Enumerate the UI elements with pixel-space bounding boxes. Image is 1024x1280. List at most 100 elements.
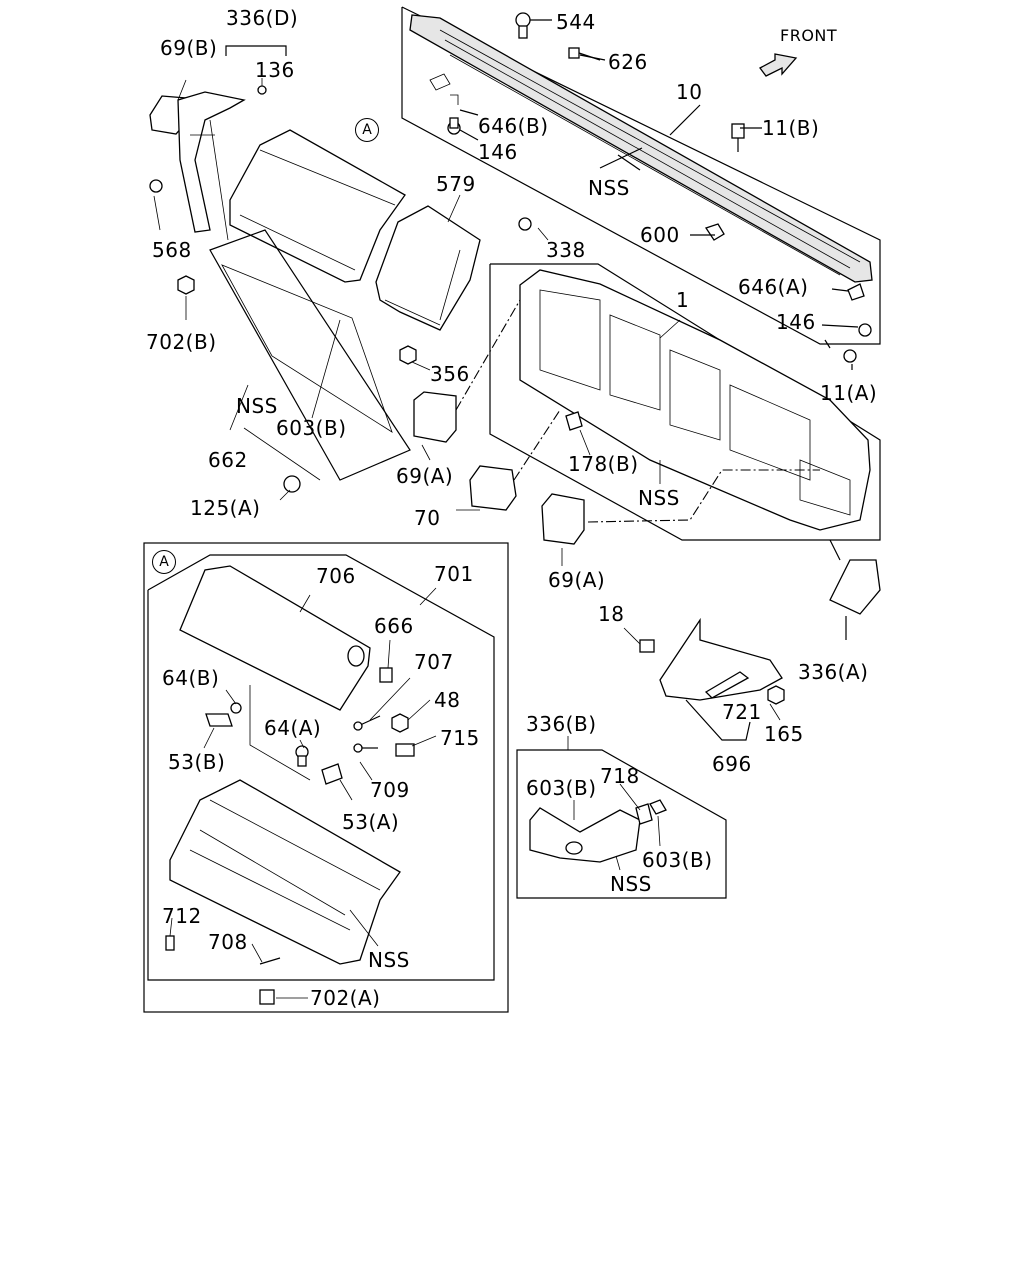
nut-702a	[259, 989, 275, 1005]
label-600: 600	[640, 223, 680, 247]
bolt-64a	[295, 745, 309, 767]
label-709: 709	[370, 778, 410, 802]
front-arrow	[759, 53, 798, 77]
box-10-outline	[401, 6, 881, 345]
label-701: 701	[434, 562, 474, 586]
box-701-outline	[147, 554, 495, 981]
label-721: 721	[722, 700, 762, 724]
latch-715	[395, 743, 415, 757]
label-646b: 646(B)	[478, 114, 549, 138]
box-detail-a	[143, 542, 509, 1013]
label-69a-1: 69(A)	[396, 464, 454, 488]
label-696: 696	[712, 752, 752, 776]
label-64a: 64(A)	[264, 716, 322, 740]
nut-702b	[177, 275, 195, 295]
label-603b-left: 603(B)	[526, 776, 597, 800]
leader-336a	[829, 539, 847, 640]
label-646a: 646(A)	[738, 275, 809, 299]
bolt-568	[149, 179, 163, 193]
label-146-top: 146	[478, 140, 518, 164]
label-nss-10: NSS	[588, 176, 630, 200]
callout-a-box-marker: A	[152, 550, 176, 574]
part-706-lid	[179, 565, 371, 711]
label-136: 136	[255, 58, 295, 82]
hinge-53a	[321, 763, 343, 785]
label-69a-2: 69(A)	[548, 568, 606, 592]
clip-666	[379, 667, 393, 683]
fastener-11a	[843, 349, 857, 363]
label-146-right: 146	[776, 310, 816, 334]
label-708: 708	[208, 930, 248, 954]
clip-600	[704, 223, 725, 241]
nut-165	[767, 685, 785, 705]
bracket-53b	[205, 713, 233, 727]
label-48: 48	[434, 688, 461, 712]
bracket-662	[209, 229, 411, 481]
label-715: 715	[440, 726, 480, 750]
clip-718	[635, 803, 653, 825]
clip-64b	[230, 702, 242, 714]
fastener-125a	[283, 475, 301, 493]
label-64b: 64(B)	[162, 666, 220, 690]
leaders-336b	[567, 736, 661, 871]
label-336d: 336(D)	[226, 6, 299, 30]
label-626: 626	[608, 50, 648, 74]
label-712: 712	[162, 904, 202, 928]
screw-709	[353, 743, 378, 753]
part-579-lines	[384, 249, 461, 326]
box-336b	[516, 749, 727, 899]
part-69a-vent-2	[541, 493, 585, 545]
part-69a-vent-1	[413, 391, 457, 443]
screw-708	[259, 957, 281, 965]
clip-178b	[565, 411, 583, 431]
bolt-18	[639, 639, 655, 653]
leaders-misc	[153, 78, 781, 721]
label-336a: 336(A)	[798, 660, 869, 684]
screw-338	[518, 217, 532, 231]
part-706-lock	[347, 645, 365, 667]
front-label: FRONT	[780, 26, 838, 45]
part-701-lines	[189, 799, 381, 931]
fastener-544	[515, 12, 531, 39]
label-69b: 69(B)	[160, 36, 218, 60]
label-nss-a: NSS	[368, 948, 410, 972]
label-702a: 702(A)	[310, 986, 381, 1010]
label-11a: 11(A)	[820, 381, 878, 405]
label-662: 662	[208, 448, 248, 472]
label-702b: 702(B)	[146, 330, 217, 354]
clip-603b-right	[649, 799, 667, 815]
part-696-bracket	[659, 617, 783, 701]
part-336b-panel	[529, 807, 641, 863]
part-721-strip	[704, 671, 750, 699]
label-603b-right: 603(B)	[642, 848, 713, 872]
fastener-146-top	[447, 117, 461, 135]
label-125a: 125(A)	[190, 496, 261, 520]
label-706: 706	[316, 564, 356, 588]
label-338: 338	[546, 238, 586, 262]
nut-48	[391, 713, 409, 733]
label-nss-336b: NSS	[610, 872, 652, 896]
part-1-openings	[539, 289, 851, 516]
glovebox-housing	[229, 129, 406, 283]
nut-356	[399, 345, 417, 365]
label-nss-1: NSS	[638, 486, 680, 510]
glovebox-housing-lines	[239, 149, 396, 271]
fastener-712	[165, 935, 175, 951]
label-544: 544	[556, 10, 596, 34]
part-646b-clip	[429, 73, 459, 105]
clip-646a	[847, 283, 865, 301]
part-701-box	[169, 779, 401, 965]
part-579	[375, 205, 481, 331]
panel-662	[221, 264, 393, 433]
box-1-outline	[489, 263, 881, 541]
label-18: 18	[598, 602, 625, 626]
label-11b: 11(B)	[762, 116, 820, 140]
label-666: 666	[374, 614, 414, 638]
part-336d-edge	[190, 119, 229, 241]
label-579: 579	[436, 172, 476, 196]
label-70: 70	[414, 506, 441, 530]
callout-a-marker: A	[355, 118, 379, 142]
part-336d-pillar	[177, 91, 246, 233]
